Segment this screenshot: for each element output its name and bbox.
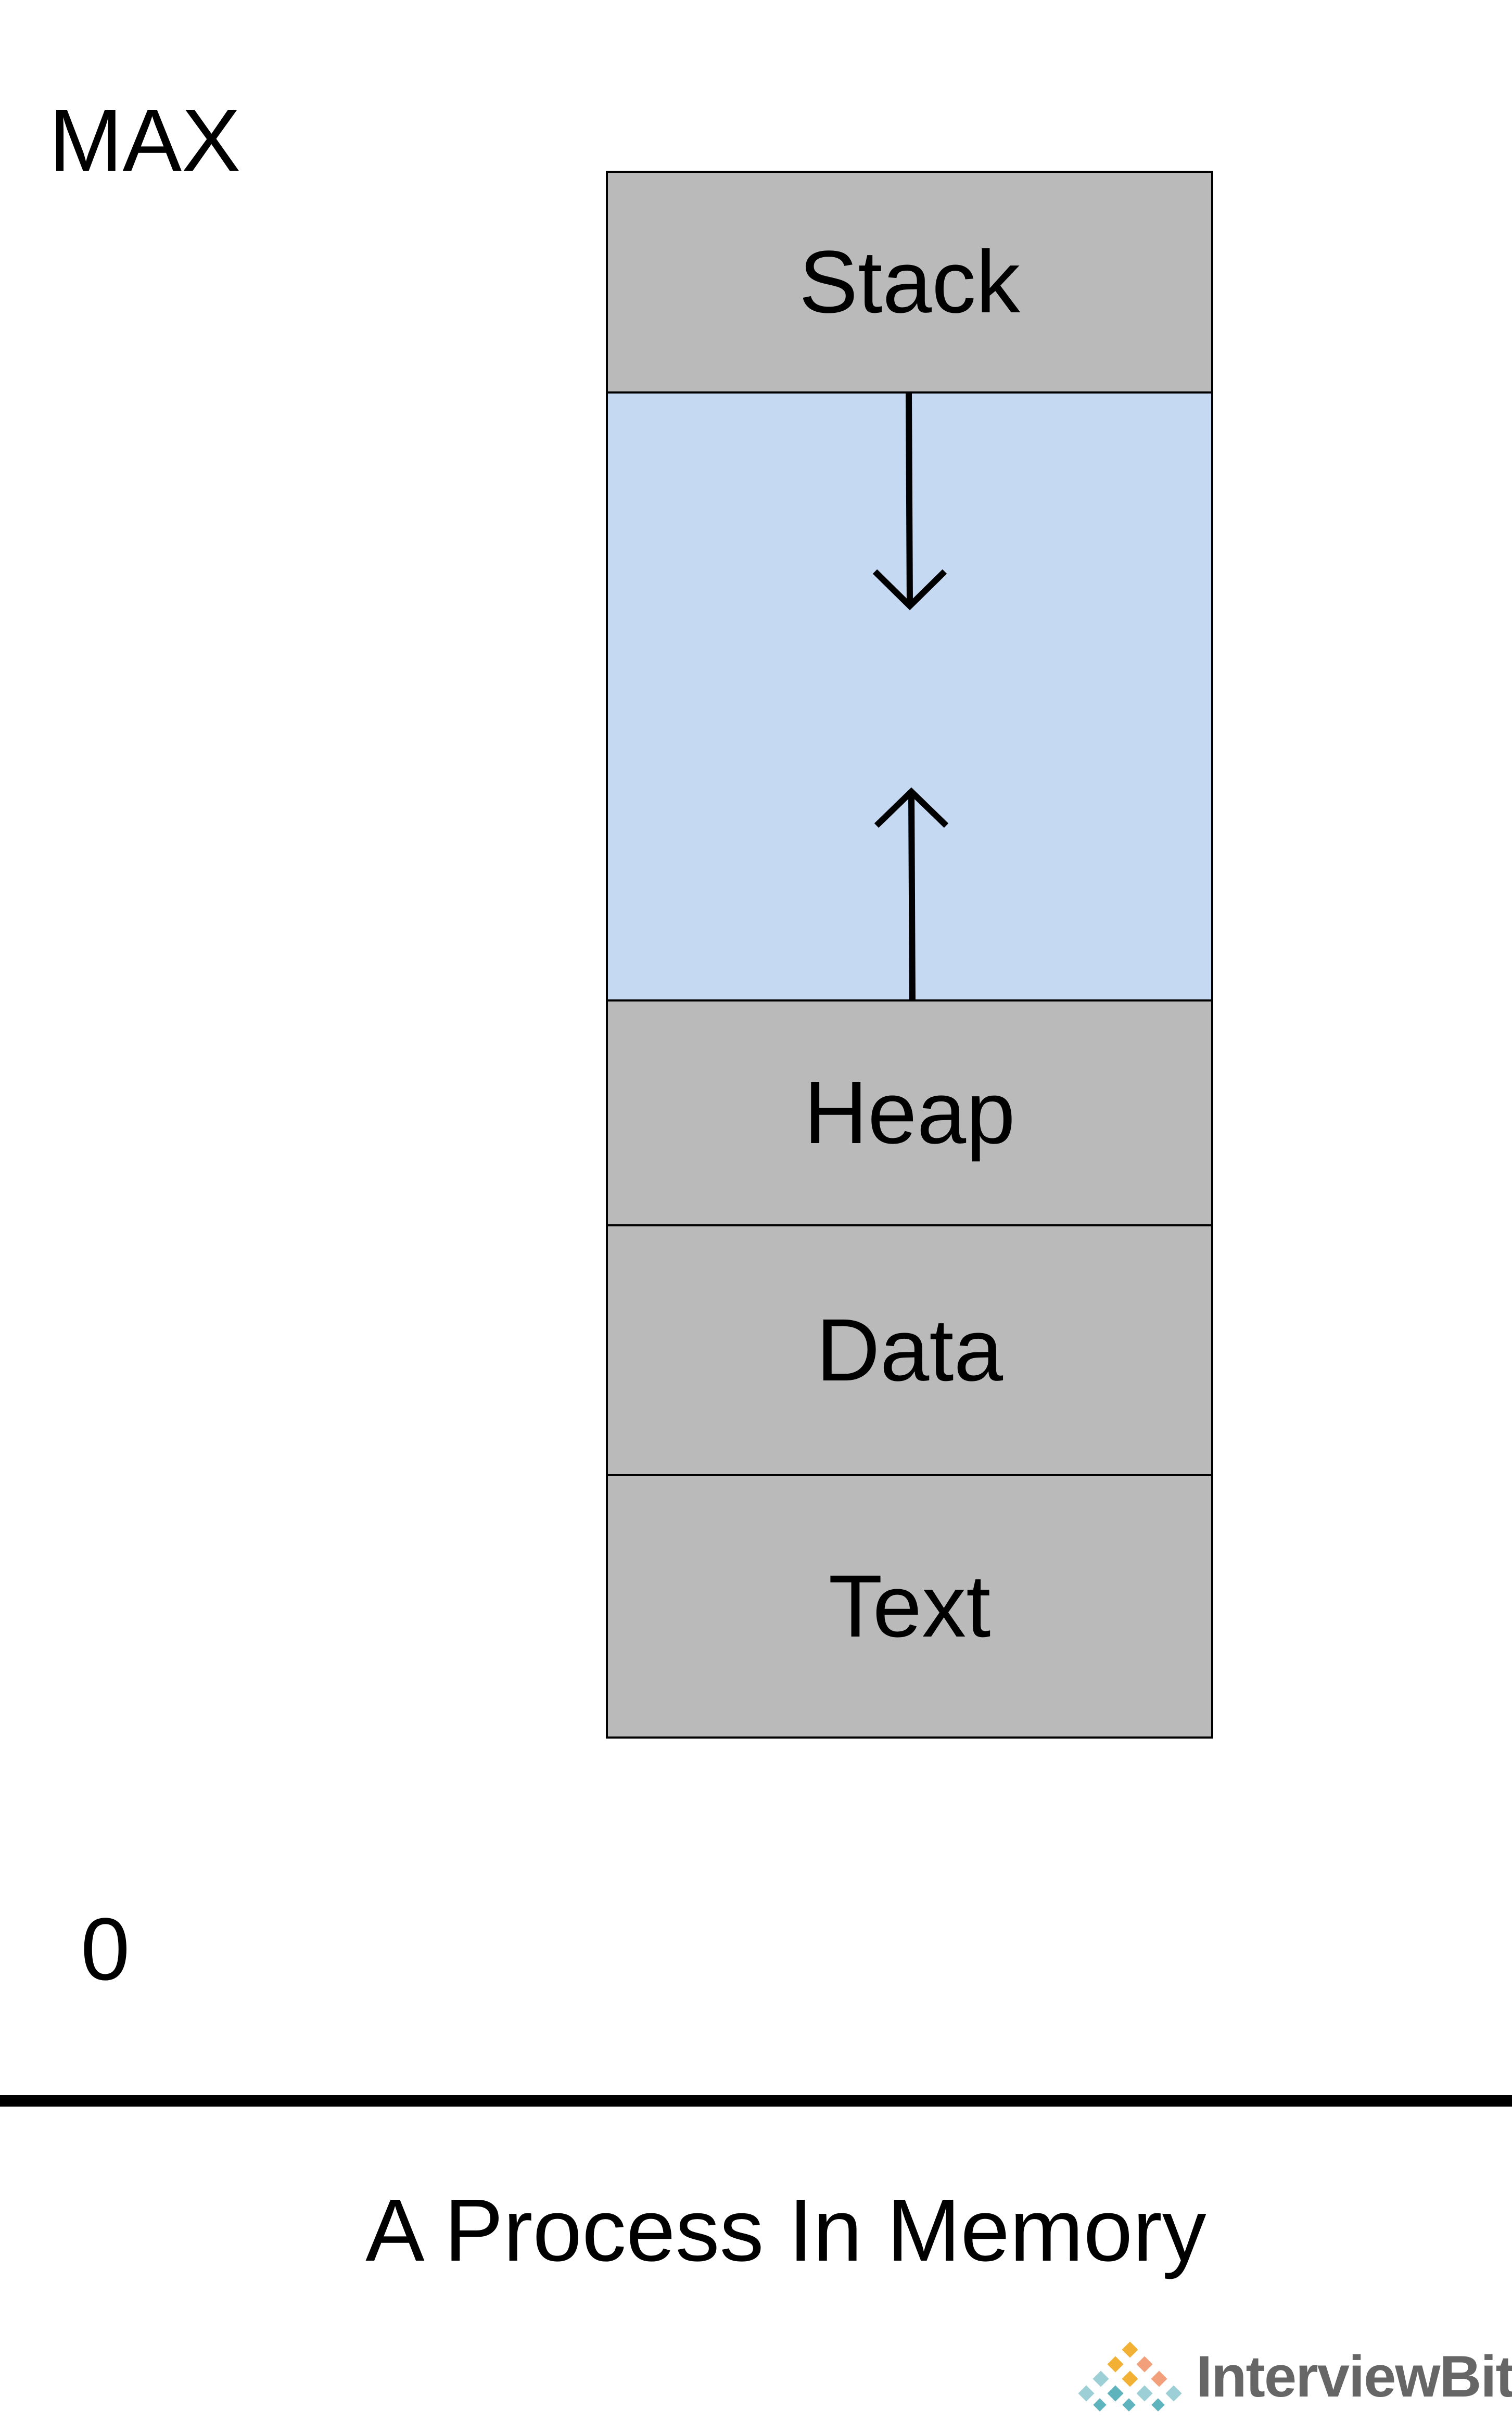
brand-name: InterviewBit xyxy=(1196,2343,1512,2409)
heap-growth-up-arrow-icon xyxy=(874,787,949,1004)
text-segment: Text xyxy=(606,1474,1213,1739)
data-segment: Data xyxy=(606,1224,1213,1476)
stack-label: Stack xyxy=(798,233,1021,332)
stack-segment: Stack xyxy=(606,171,1213,394)
diagram-caption: A Process In Memory xyxy=(365,2181,1206,2280)
zero-address-label: 0 xyxy=(81,1900,130,1999)
interviewbit-logo-icon xyxy=(1078,2341,1182,2412)
data-label: Data xyxy=(816,1301,1003,1400)
brand-logo: InterviewBit xyxy=(1072,2340,1512,2413)
divider-line xyxy=(0,2095,1512,2107)
growth-arrows xyxy=(872,394,949,1004)
free-memory-segment xyxy=(606,391,1213,1004)
max-address-label: MAX xyxy=(49,91,241,190)
text-label: Text xyxy=(828,1557,991,1656)
heap-segment: Heap xyxy=(606,999,1213,1226)
stack-growth-down-arrow-icon xyxy=(872,394,947,611)
heap-label: Heap xyxy=(804,1063,1015,1162)
